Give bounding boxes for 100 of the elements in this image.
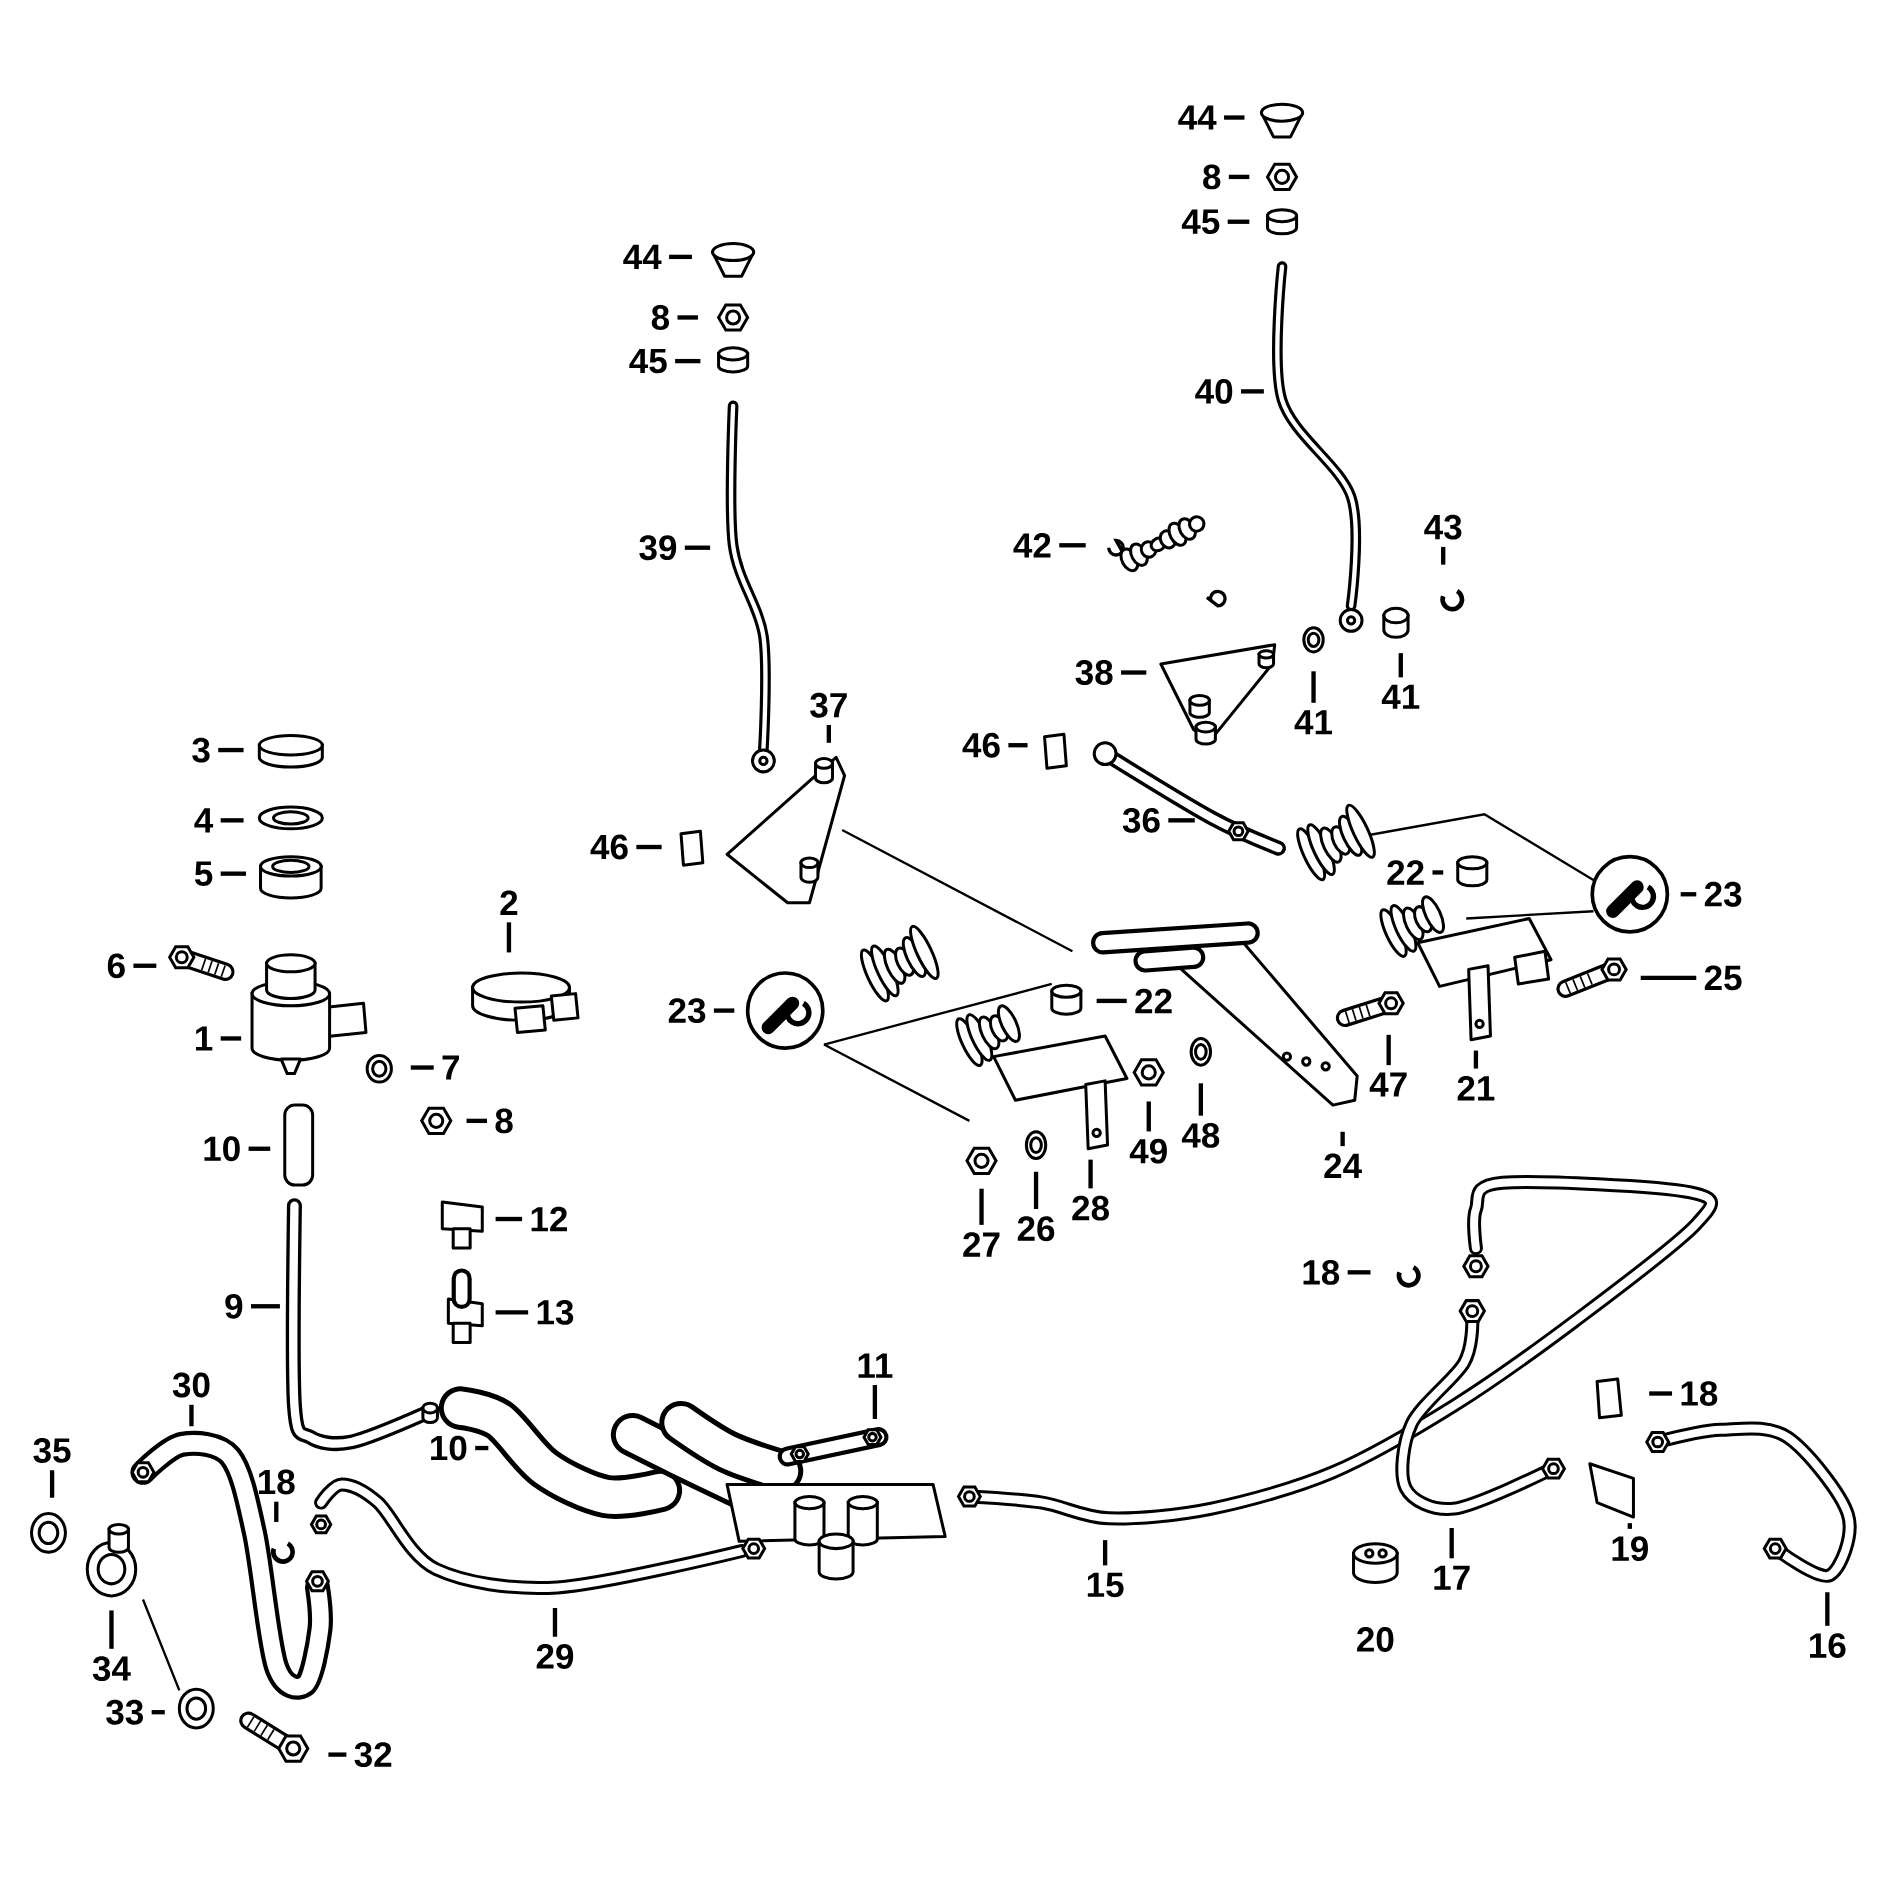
callout-number: 6 xyxy=(107,953,125,979)
leader-line xyxy=(1146,1101,1151,1132)
callout-number: 13 xyxy=(537,1299,574,1325)
leader-line xyxy=(826,725,831,743)
callout-number: 28 xyxy=(1072,1195,1109,1221)
callout-number: 9 xyxy=(225,1293,243,1319)
callout-number: 18 xyxy=(1681,1381,1718,1406)
callout-number: 22 xyxy=(1135,988,1172,1014)
callout-number: 27 xyxy=(963,1232,1000,1257)
callout-number: 16 xyxy=(1810,1633,1846,1658)
leader-line xyxy=(1649,1391,1673,1396)
leader-line xyxy=(552,1608,558,1637)
callout-number: 45 xyxy=(1181,209,1220,234)
leader-line xyxy=(49,1470,55,1498)
callout-number: 21 xyxy=(1457,1075,1495,1101)
leader-line xyxy=(1102,1540,1108,1566)
callout-number: 49 xyxy=(1129,1138,1167,1164)
leader-line xyxy=(1340,1131,1345,1147)
callout-number: 23 xyxy=(668,998,706,1024)
leader-line xyxy=(410,1065,434,1070)
callout-number: 20 xyxy=(1357,1627,1394,1652)
leader-line xyxy=(1640,975,1697,981)
callout-number: 8 xyxy=(1203,164,1221,190)
callout-number: 35 xyxy=(33,1438,71,1463)
leader-line xyxy=(151,1710,165,1715)
leader-line xyxy=(1227,219,1250,224)
leader-line xyxy=(1033,1171,1039,1209)
callout-number: 8 xyxy=(651,305,670,330)
callout-number: 10 xyxy=(204,1136,240,1162)
leader-line xyxy=(636,844,662,850)
callout-number: 7 xyxy=(442,1055,459,1080)
leader-line xyxy=(1008,743,1028,748)
callout-number: 24 xyxy=(1324,1153,1362,1178)
leader-line xyxy=(872,1385,878,1419)
callout-number: 43 xyxy=(1424,514,1462,540)
callout-number: 19 xyxy=(1612,1536,1648,1562)
leader-line xyxy=(1680,892,1697,897)
callout-number: 48 xyxy=(1181,1123,1220,1148)
callout-number: 45 xyxy=(629,348,667,374)
callout-number: 15 xyxy=(1087,1572,1124,1598)
callout-number: 22 xyxy=(1387,860,1424,885)
callout-number: 29 xyxy=(536,1644,574,1669)
leader-line xyxy=(133,963,157,968)
leader-line xyxy=(220,1036,242,1041)
leader-line xyxy=(1825,1592,1830,1626)
leader-line xyxy=(1198,1083,1203,1116)
callout-number: 26 xyxy=(1017,1216,1055,1242)
leader-line xyxy=(1168,818,1195,823)
callout-number: 36 xyxy=(1122,807,1160,833)
leader-line xyxy=(1398,653,1403,678)
callout-number: 12 xyxy=(531,1206,567,1232)
callout-number: 42 xyxy=(1013,533,1051,558)
callout-number: 10 xyxy=(431,1435,467,1461)
callout-number: 17 xyxy=(1434,1565,1470,1590)
leader-line xyxy=(1224,115,1245,120)
leader-line xyxy=(1432,870,1444,875)
leader-line xyxy=(475,1445,489,1451)
leader-line xyxy=(675,358,701,364)
callout-number: 47 xyxy=(1369,1072,1407,1097)
leader-line xyxy=(1449,1528,1454,1559)
leader-line xyxy=(495,1310,529,1315)
callout-number: 46 xyxy=(590,834,628,860)
callout-number: 32 xyxy=(354,1742,392,1768)
leader-line xyxy=(979,1188,984,1225)
leader-line xyxy=(1096,998,1127,1004)
callout-number: 2 xyxy=(500,890,518,915)
leader-line xyxy=(466,1118,487,1124)
callout-number: 18 xyxy=(259,1469,295,1495)
leader-line xyxy=(506,922,512,953)
callout-number: 4 xyxy=(194,808,214,833)
leader-line xyxy=(250,1304,280,1309)
leader-line xyxy=(677,315,698,320)
callout-number: 41 xyxy=(1381,684,1420,709)
callout-number: 39 xyxy=(639,535,677,561)
callout-number: 3 xyxy=(192,737,210,763)
callout-number: 40 xyxy=(1195,379,1233,404)
leader-line xyxy=(109,1610,114,1649)
callout-number: 5 xyxy=(194,861,213,886)
callout-number: 38 xyxy=(1075,660,1113,685)
callout-number: 30 xyxy=(172,1372,210,1398)
leader-line xyxy=(684,545,711,550)
callout-number: 18 xyxy=(1303,1259,1340,1285)
leader-line xyxy=(1473,1050,1479,1069)
leader-line xyxy=(220,818,244,823)
callout-number: 44 xyxy=(1178,105,1217,130)
leader-line xyxy=(1088,1159,1093,1189)
leader-line xyxy=(1121,670,1147,675)
leader-line xyxy=(218,747,244,753)
callout-number: 25 xyxy=(1704,965,1742,991)
leader-line xyxy=(713,1008,735,1013)
callout-number: 46 xyxy=(962,732,1000,758)
callout-number: 37 xyxy=(810,692,847,718)
leader-line xyxy=(1441,546,1446,565)
leader-line xyxy=(248,1146,271,1151)
leader-line xyxy=(1311,671,1316,703)
leader-line xyxy=(274,1501,279,1522)
leader-line xyxy=(1627,1523,1632,1529)
leader-line xyxy=(1059,543,1086,548)
leader-line xyxy=(669,254,692,260)
callout-number: 34 xyxy=(92,1656,131,1682)
